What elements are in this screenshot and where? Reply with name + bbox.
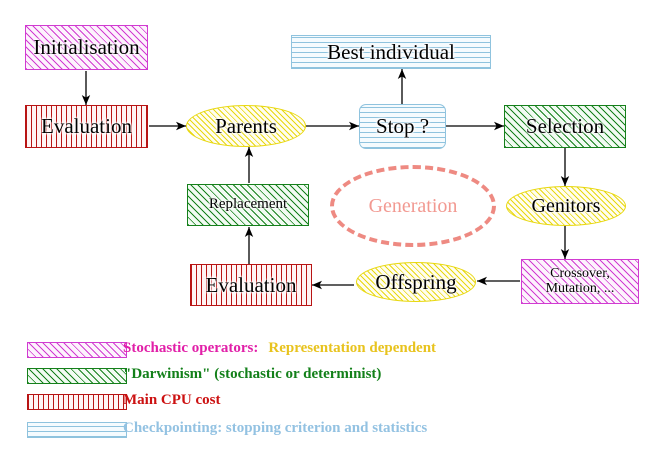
- legend-swatch-magenta-diagonal-hatch: [27, 342, 127, 358]
- node-stop[interactable]: Stop ?: [359, 104, 446, 149]
- node-offspring[interactable]: Offspring: [356, 262, 476, 302]
- legend-swatch-green-diagonal-hatch: [27, 368, 127, 384]
- legend-label-darwinism: "Darwinism" (stochastic or determinist): [123, 366, 382, 382]
- node-best-individual-label: Best individual: [327, 39, 455, 64]
- node-evaluation-bottom[interactable]: Evaluation: [190, 264, 312, 306]
- node-crossover-mutation-label-line2: Mutation, ...: [545, 280, 615, 296]
- legend-label-main-cpu-cost: Main CPU cost: [123, 392, 221, 408]
- node-replacement-label: Replacement: [208, 196, 288, 213]
- node-generation-cycle: Generation: [330, 165, 496, 247]
- node-selection-label: Selection: [525, 114, 605, 139]
- node-crossover-mutation-label-line1: Crossover,: [550, 265, 610, 281]
- node-crossover-mutation[interactable]: Crossover, Mutation, ...: [521, 259, 639, 304]
- node-parents[interactable]: Parents: [186, 105, 306, 147]
- node-replacement[interactable]: Replacement: [187, 184, 309, 226]
- node-parents-label: Parents: [215, 113, 277, 138]
- legend-label-stochastic-operators: Stochastic operators:: [123, 340, 259, 356]
- node-evaluation-top-label: Evaluation: [41, 114, 132, 139]
- node-genitors[interactable]: Genitors: [506, 186, 626, 226]
- legend-swatch-blue-horizontal-hatch: [27, 422, 127, 438]
- legend-row-checkpointing: Checkpointing: stopping criterion and st…: [0, 420, 662, 446]
- legend-text-stochastic: Stochastic operators: Representation depe…: [123, 340, 436, 357]
- legend-label-checkpointing: Checkpointing: stopping criterion and st…: [123, 420, 428, 436]
- node-initialisation-label: Initialisation: [33, 35, 140, 60]
- node-evaluation-bottom-label: Evaluation: [205, 272, 297, 297]
- node-generation-label: Generation: [368, 194, 458, 217]
- legend-row-cpu-cost: Main CPU cost: [0, 392, 662, 418]
- node-stop-label: Stop ?: [375, 114, 430, 139]
- node-genitors-label: Genitors: [531, 194, 601, 217]
- node-offspring-label: Offspring: [375, 269, 457, 294]
- legend-row-stochastic: Stochastic operators: Representation depe…: [0, 340, 662, 366]
- legend-swatch-red-vertical-hatch: [27, 394, 127, 410]
- legend-label-representation-dependent: Representation dependent: [268, 340, 437, 356]
- node-evaluation-top[interactable]: Evaluation: [25, 105, 148, 148]
- node-initialisation[interactable]: Initialisation: [25, 25, 148, 70]
- node-selection[interactable]: Selection: [504, 105, 626, 148]
- legend-row-darwinism: "Darwinism" (stochastic or determinist): [0, 366, 662, 392]
- node-best-individual[interactable]: Best individual: [291, 35, 491, 69]
